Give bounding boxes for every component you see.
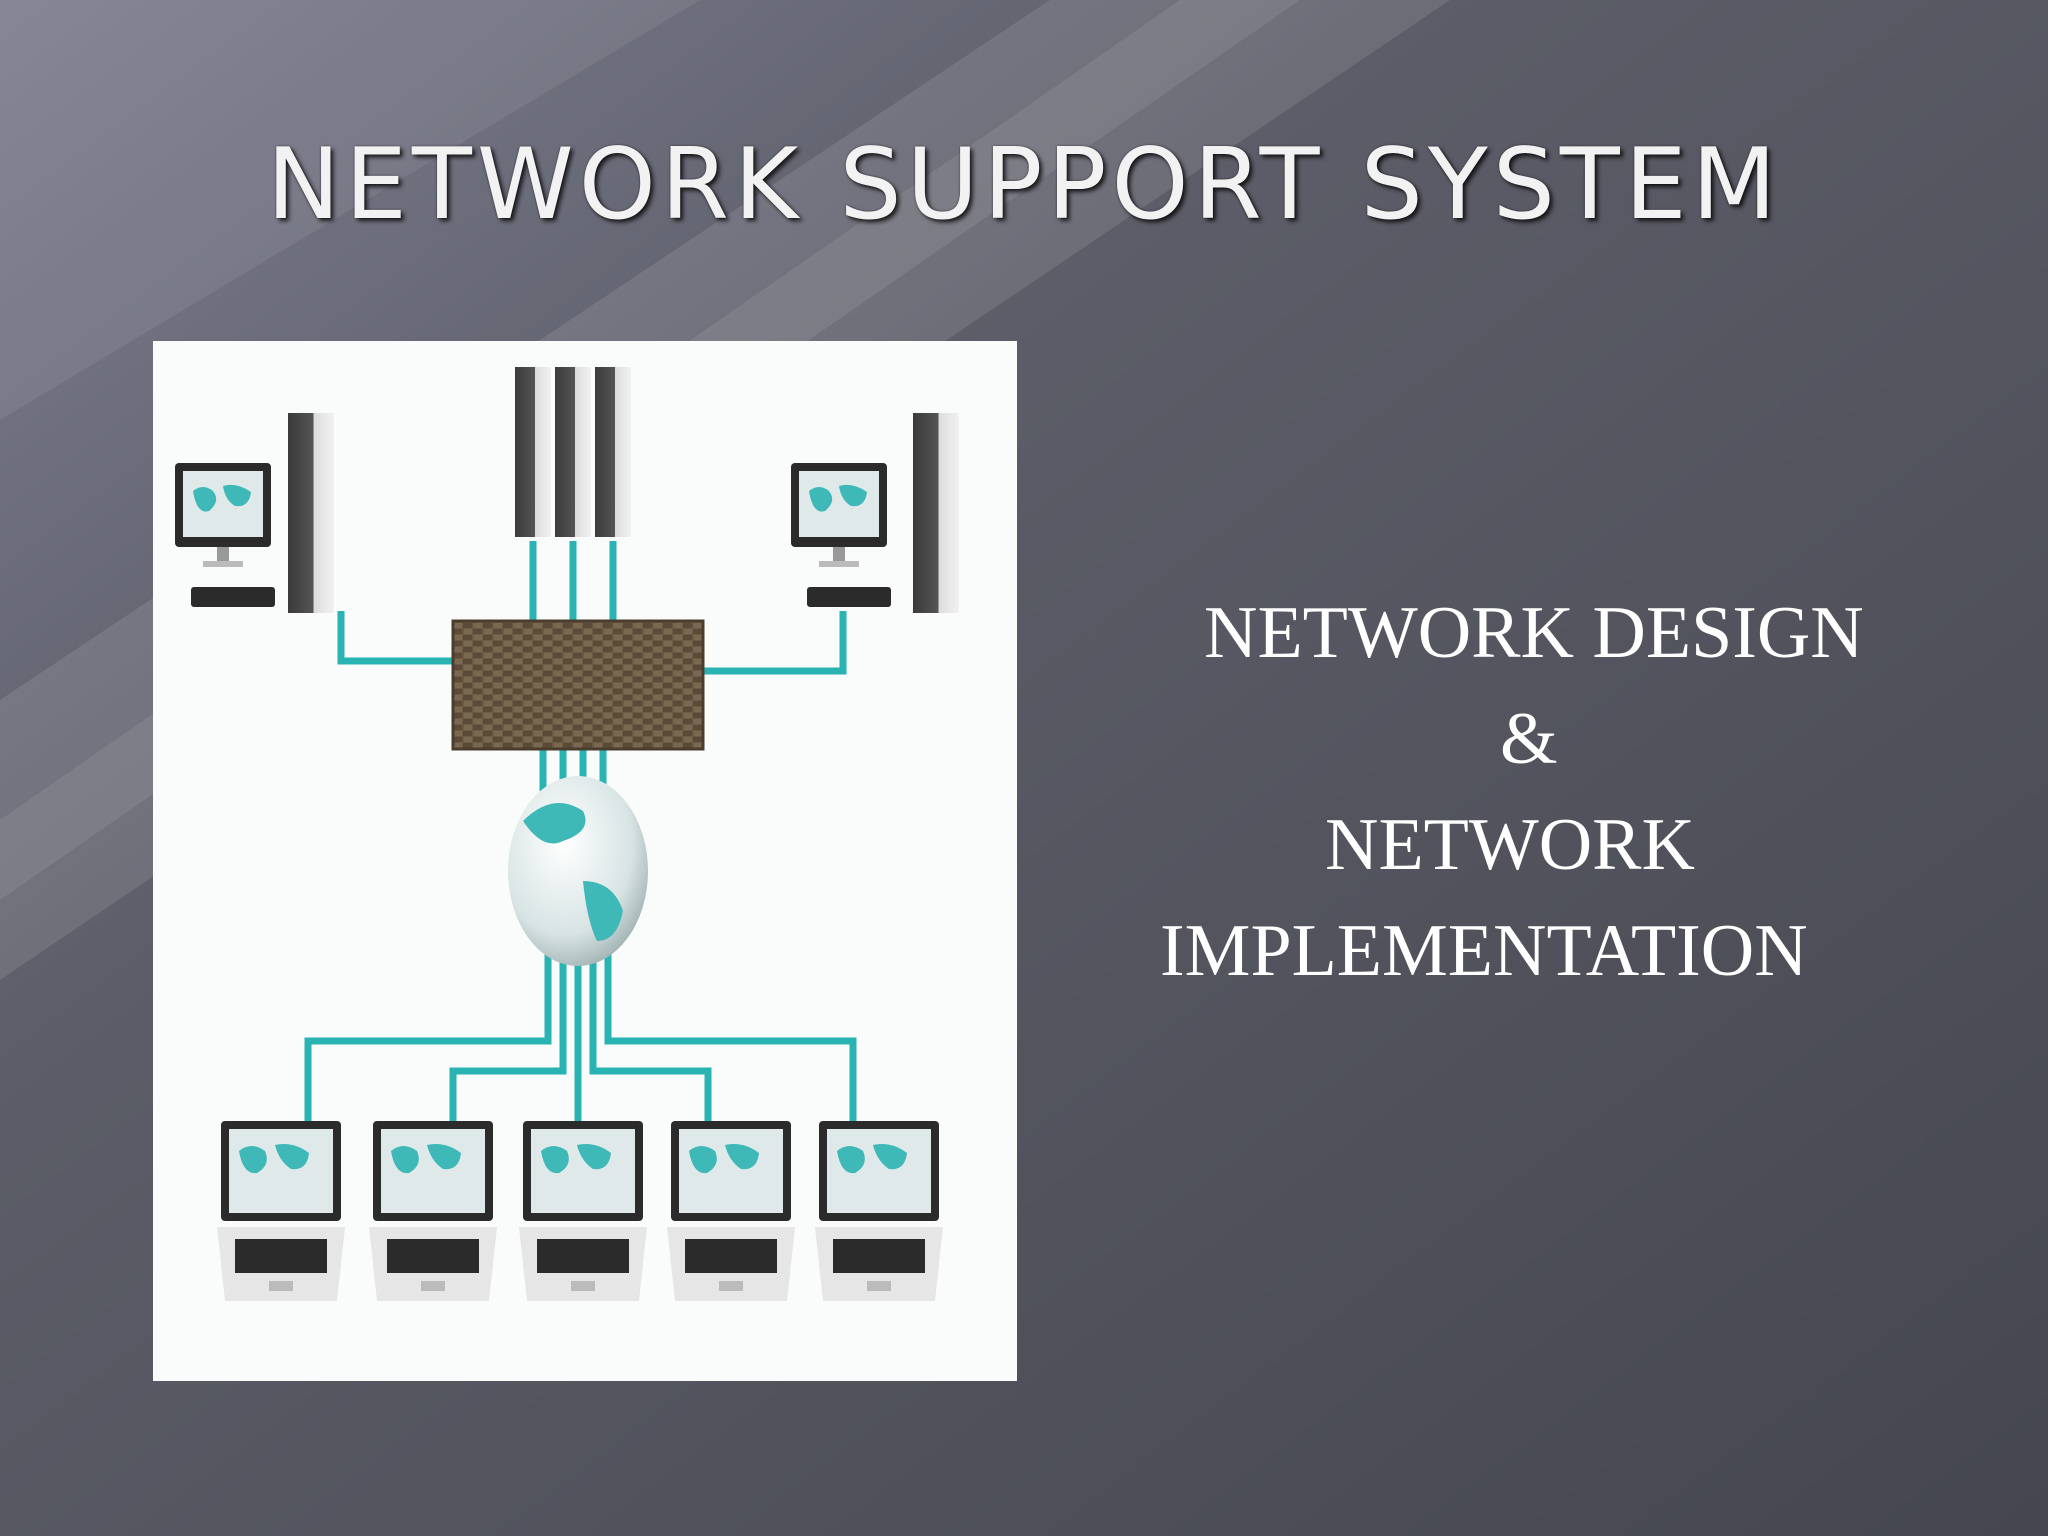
laptop-1 bbox=[217, 1121, 345, 1301]
slide-subtitle: NETWORK DESIGN & NETWORK IMPLEMENTATION bbox=[1120, 580, 1940, 1004]
laptop-3 bbox=[519, 1121, 647, 1301]
subtitle-line-network-design: NETWORK DESIGN bbox=[1204, 592, 1864, 674]
globe bbox=[508, 776, 648, 966]
subtitle-line-ampersand: & bbox=[1500, 698, 1558, 780]
workstation-left bbox=[175, 413, 334, 613]
slide-title: NETWORK SUPPORT SYSTEM bbox=[266, 128, 1782, 242]
laptop-4 bbox=[667, 1121, 795, 1301]
subtitle-line-implementation: IMPLEMENTATION bbox=[1160, 910, 1808, 992]
network-diagram-image bbox=[153, 341, 1017, 1381]
laptop-2 bbox=[369, 1121, 497, 1301]
firewall-wall bbox=[451, 619, 705, 751]
server-stack bbox=[515, 367, 631, 537]
subtitle-line-network: NETWORK bbox=[1325, 804, 1695, 886]
network-diagram-illustration bbox=[175, 367, 959, 1301]
workstation-right bbox=[791, 413, 959, 613]
laptop-row bbox=[217, 1121, 943, 1301]
laptop-5 bbox=[815, 1121, 943, 1301]
